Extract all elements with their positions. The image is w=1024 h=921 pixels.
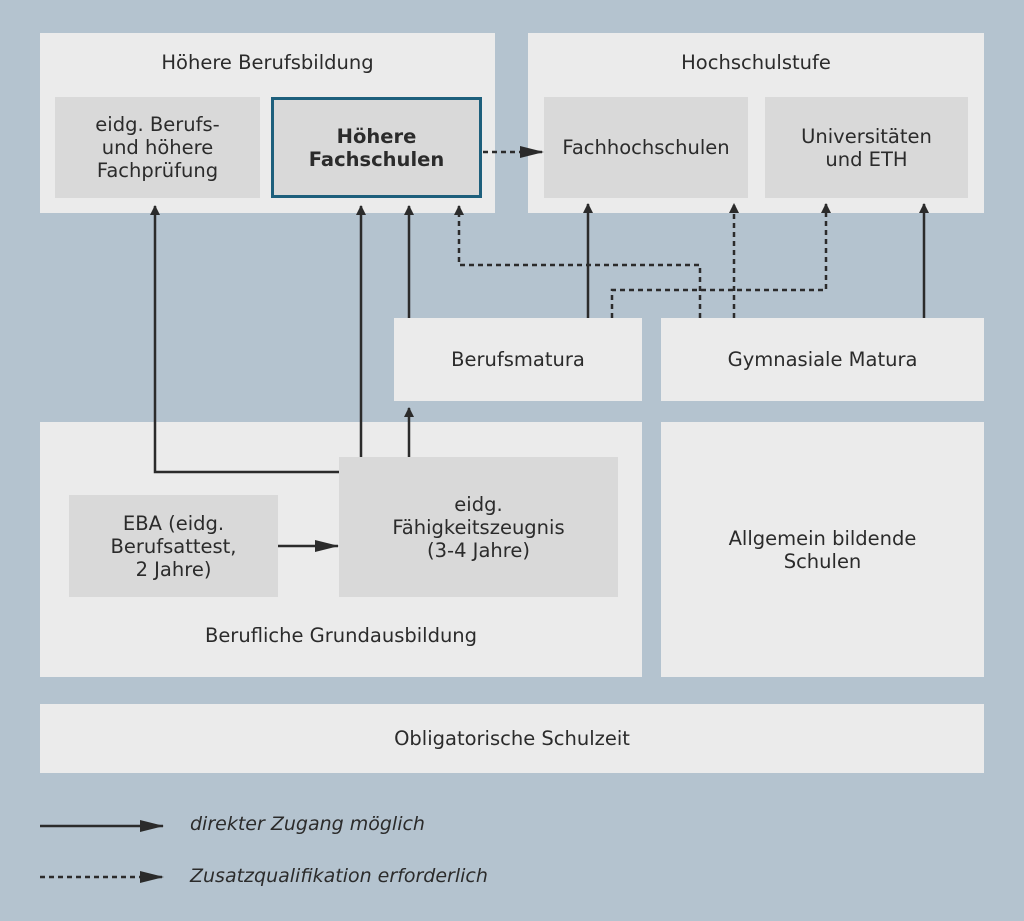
node-berufspruefung: eidg. Berufs- und höhere Fachprüfung bbox=[55, 97, 260, 198]
arrow-gymnasiale-matura-to-hoehere-fachschulen bbox=[454, 205, 702, 318]
node-eba: EBA (eidg. Berufsattest, 2 Jahre) bbox=[69, 495, 278, 597]
legend-direct-label: direkter Zugang möglich bbox=[190, 813, 425, 835]
node-obligatorische-schulzeit: Obligatorische Schulzeit bbox=[40, 704, 984, 773]
node-efz: eidg. Fähigkeitszeugnis (3-4 Jahre) bbox=[339, 457, 618, 597]
node-gymnasiale-matura: Gymnasiale Matura bbox=[661, 318, 984, 401]
group-title-hoehere-berufsbildung: Höhere Berufsbildung bbox=[161, 51, 374, 74]
arrow-efz-to-berufspruefung bbox=[150, 205, 339, 474]
group-title-berufliche-grundausbildung: Berufliche Grundausbildung bbox=[204, 624, 478, 647]
legend-additional-label: Zusatzqualifikation erforderlich bbox=[190, 865, 488, 887]
node-hoehere-fachschulen: Höhere Fachschulen bbox=[271, 97, 482, 198]
node-fachhochschulen: Fachhochschulen bbox=[544, 97, 748, 198]
node-allgemein-bildende-schulen: Allgemein bildende Schulen bbox=[661, 422, 984, 677]
arrow-berufsmatura-to-universitaeten bbox=[610, 203, 831, 318]
node-universitaeten: Universitäten und ETH bbox=[765, 97, 968, 198]
node-berufsmatura: Berufsmatura bbox=[394, 318, 642, 401]
group-title-hochschulstufe: Hochschulstufe bbox=[681, 51, 831, 74]
